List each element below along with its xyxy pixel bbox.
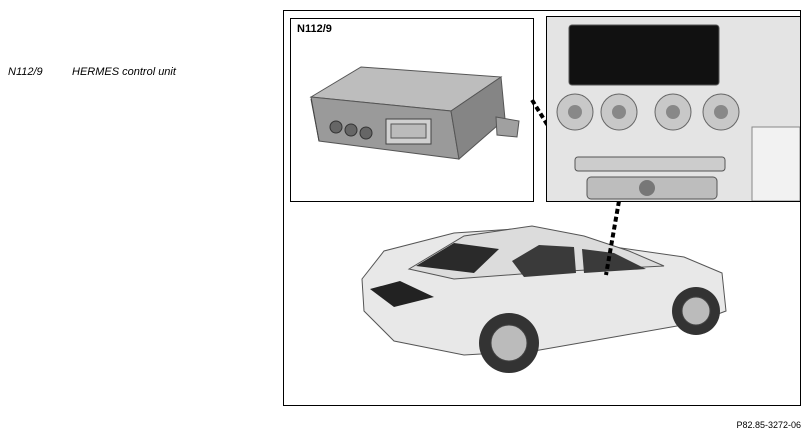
inset-label: N112/9 [297,23,332,35]
control-unit-illustration-icon [309,66,520,160]
legend-description: HERMES control unit [72,66,176,78]
car-illustration-icon [361,200,727,373]
figure-frame [283,10,801,406]
legend-code: N112/9 [8,66,43,78]
dashboard-illustration-icon [547,17,800,201]
control-unit-inset: N112/9 [290,18,534,202]
dashboard-inset [546,16,801,202]
figure-reference: P82.85-3272-06 [736,420,801,430]
